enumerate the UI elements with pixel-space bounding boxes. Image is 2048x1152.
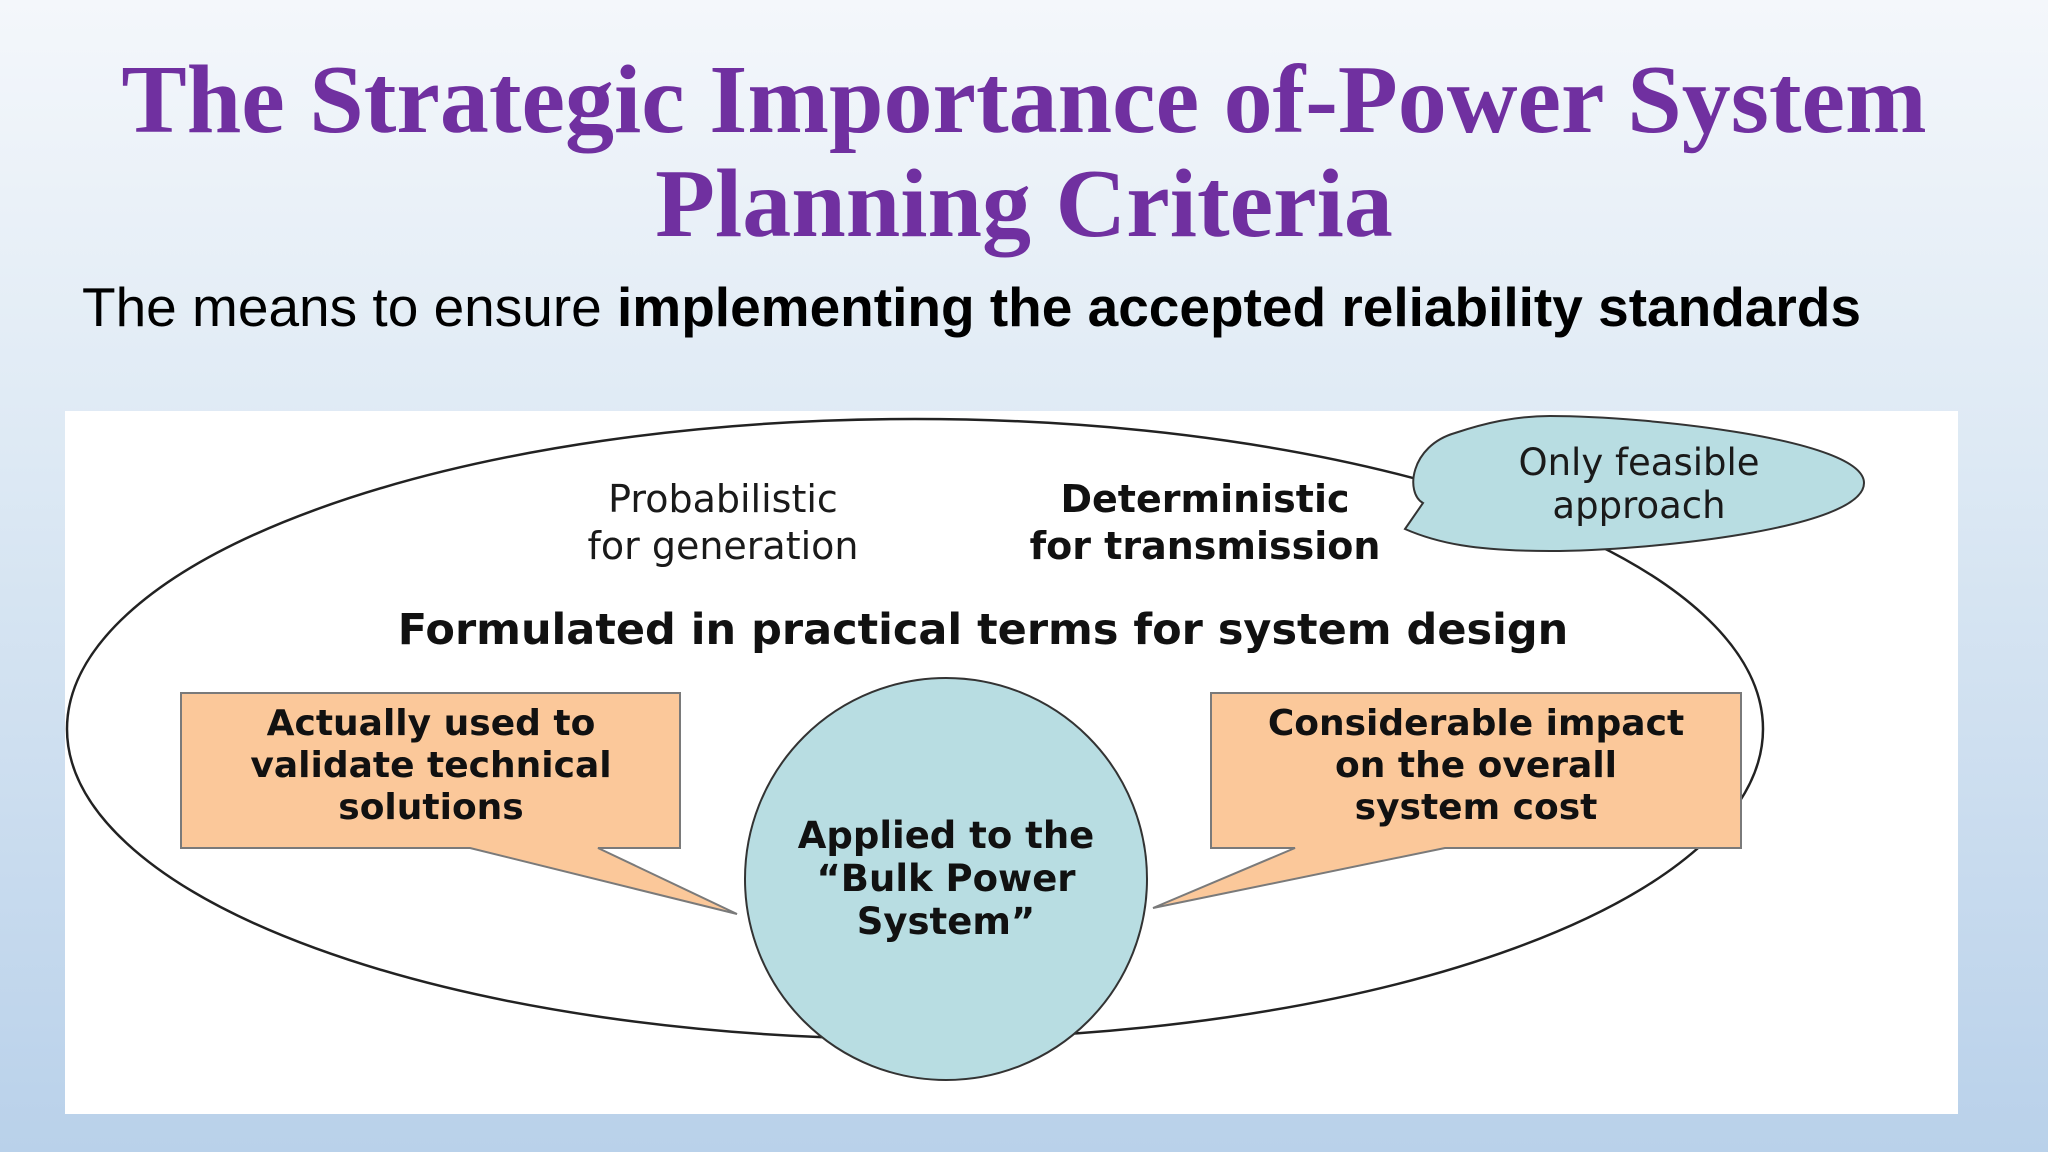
subtitle-normal-text: The means to ensure xyxy=(82,276,618,338)
slide-subtitle: The means to ensure implementing the acc… xyxy=(82,274,1982,340)
formulated-heading: Formulated in practical terms for system… xyxy=(398,605,1568,655)
slide-title-line-2: Planning Criteria xyxy=(655,150,1393,258)
impact-line-1: Considerable impact xyxy=(1268,703,1684,744)
subtitle-bold-text: implementing the accepted reliability st… xyxy=(617,276,1861,338)
probabilistic-line-1: Probabilistic xyxy=(608,477,838,521)
bulk-line-1: Applied to the xyxy=(798,814,1095,857)
probabilistic-line-2: for generation xyxy=(588,524,859,568)
validate-line-2: validate technical xyxy=(250,745,611,786)
bulk-power-circle xyxy=(744,677,1148,1081)
validate-callout-box xyxy=(180,692,738,915)
deterministic-line-2: for transmission xyxy=(1030,524,1381,568)
impact-line-2: on the overall xyxy=(1335,745,1617,786)
bulk-line-2: “Bulk Power xyxy=(816,857,1076,900)
validate-line-1: Actually used to xyxy=(267,703,596,744)
feasible-callout-bubble xyxy=(1403,414,1866,553)
impact-line-3: system cost xyxy=(1355,787,1598,828)
diagram-panel: Only feasible approach Probabilistic for… xyxy=(65,411,1958,1114)
feasible-line-2: approach xyxy=(1552,484,1725,527)
deterministic-line-1: Deterministic xyxy=(1060,477,1349,521)
criteria-diagram: Only feasible approach Probabilistic for… xyxy=(65,414,1866,1081)
feasible-line-1: Only feasible xyxy=(1518,441,1759,484)
bulk-line-3: System” xyxy=(857,900,1035,943)
slide-title: The Strategic Importance of-Power System… xyxy=(0,48,2048,256)
slide-title-line-1: The Strategic Importance of-Power System xyxy=(121,46,1927,154)
validate-line-3: solutions xyxy=(338,787,523,828)
impact-callout-box xyxy=(1152,692,1742,909)
